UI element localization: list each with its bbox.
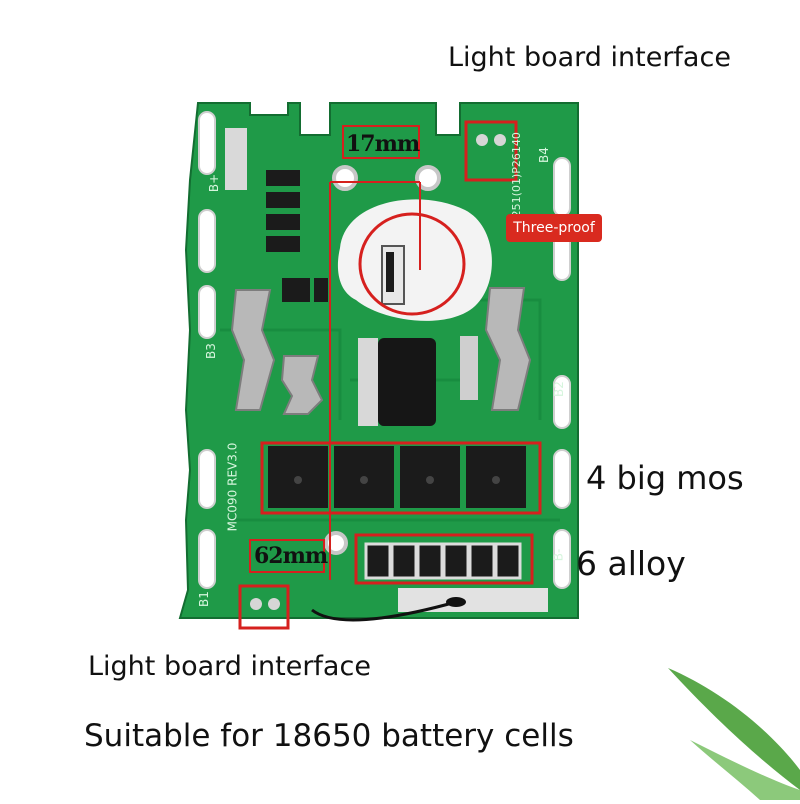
- light-board-connector-bottom: [238, 584, 290, 630]
- highlight-alloy: [354, 533, 534, 585]
- mosfet-group: [268, 446, 526, 508]
- silk-b3: B3: [203, 343, 218, 359]
- pad-strip-top-left: [225, 128, 247, 190]
- alloy-resistors: [364, 542, 522, 580]
- caption-light-board-bottom: Light board interface: [88, 651, 371, 682]
- dimension-guides: [249, 125, 421, 580]
- smd-chips: [266, 170, 328, 302]
- mounting-slots: [198, 111, 571, 589]
- highlight-mos: [260, 441, 542, 515]
- caption-mos: 4 big mos: [586, 459, 744, 497]
- caption-alloy: 6 alloy: [576, 544, 686, 583]
- pad-strip-bottom: [398, 588, 548, 612]
- silk-model: MC090 REV3.0: [225, 442, 240, 532]
- silk-b-minus: B-: [551, 548, 566, 562]
- thermistor-wire: [311, 600, 457, 622]
- highlight-three-proof: [358, 212, 466, 316]
- silk-b2: B2: [551, 381, 566, 397]
- bamboo-leaf-icon: [668, 668, 800, 800]
- silk-b-plus: B+: [207, 173, 222, 193]
- silk-b4: B4: [536, 147, 551, 163]
- light-board-connector-top: [464, 120, 518, 182]
- silk-b1: B1: [196, 591, 211, 607]
- caption-suitable: Suitable for 18650 battery cells: [84, 718, 574, 754]
- three-proof-tag: Three-proof: [506, 214, 602, 242]
- battery-clips: [230, 287, 532, 415]
- dimension-label-height: 62mm: [254, 543, 328, 569]
- header-pins-right: [460, 336, 478, 400]
- three-proof-coating: [337, 199, 492, 321]
- silk-part-code: A251(01)P26140: [509, 132, 523, 225]
- caption-light-board-top: Light board interface: [448, 42, 731, 73]
- inductor: [378, 338, 436, 426]
- dimension-label-width: 17mm: [346, 131, 420, 157]
